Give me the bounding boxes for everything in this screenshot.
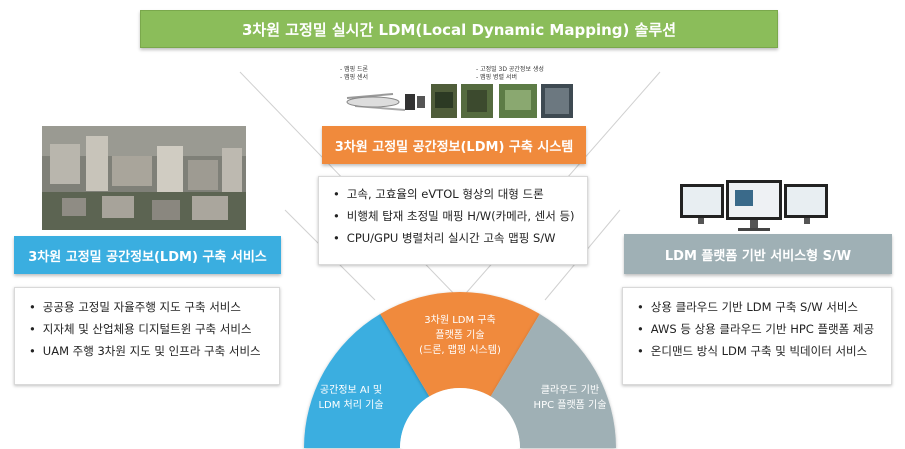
- monitors-image: [680, 180, 828, 231]
- right-bullet-box: 상용 클라우드 기반 LDM 구축 S/W 서비스 AWS 등 상용 클라우드 …: [622, 287, 892, 385]
- drone-labels: - 맵핑 드론 - 맵핑 센서: [340, 66, 368, 82]
- arc-segment-right: [490, 314, 616, 448]
- arc-center-line-2: 플랫폼 기술: [435, 329, 484, 341]
- server-labels: - 고정밀 3D 공간정보 생성 - 맵핑 병렬 서버: [476, 66, 544, 82]
- left-item-1: 공공용 고정밀 자율주행 지도 구축 서비스: [29, 296, 279, 318]
- center-item-1: 고속, 고효율의 eVTOL 형상의 대형 드론: [333, 183, 587, 205]
- right-item-1: 상용 클라우드 기반 LDM 구축 S/W 서비스: [637, 296, 891, 318]
- arc-inner-hole: [400, 388, 520, 448]
- server-label-1: - 고정밀 3D 공간정보 생성: [476, 66, 544, 73]
- arc-right-line-2: HPC 플랫폼 기술: [534, 399, 607, 411]
- server-label-2: - 맵핑 병렬 서버: [476, 74, 518, 81]
- drone-server-photos: [346, 84, 573, 118]
- center-section-header: 3차원 고정밀 공간정보(LDM) 구축 시스템: [322, 126, 586, 164]
- left-section-header: 3차원 고정밀 공간정보(LDM) 구축 서비스: [14, 236, 281, 274]
- arc-segment-center: [380, 292, 540, 397]
- arc-left-line-2: LDM 처리 기술: [318, 399, 383, 411]
- arc-right-line-1: 클라우드 기반: [541, 384, 599, 396]
- left-item-2: 지자체 및 산업체용 디지털트윈 구축 서비스: [29, 318, 279, 340]
- right-section-header: LDM 플랫폼 기반 서비스형 S/W: [624, 234, 892, 274]
- arc-center-line-3: (드론, 맵핑 시스템): [419, 344, 501, 356]
- center-item-2: 비행체 탑재 초정밀 매핑 H/W(카메라, 센서 등): [333, 205, 587, 227]
- city-3d-model-image: [42, 126, 246, 230]
- center-bullet-box: 고속, 고효율의 eVTOL 형상의 대형 드론 비행체 탑재 초정밀 매핑 H…: [318, 176, 588, 265]
- arc-left-line-1: 공간정보 AI 및: [320, 384, 382, 396]
- arc-segment-left: [304, 314, 430, 448]
- drone-label-2: - 맵핑 센서: [340, 74, 369, 81]
- right-item-2: AWS 등 상용 클라우드 기반 HPC 플랫폼 제공: [637, 318, 891, 340]
- left-item-3: UAM 주행 3차원 지도 및 인프라 구축 서비스: [29, 340, 279, 362]
- drone-label-1: - 맵핑 드론: [340, 66, 369, 73]
- center-item-3: CPU/GPU 병렬처리 실시간 고속 맵핑 S/W: [333, 227, 587, 249]
- page-title: 3차원 고정밀 실시간 LDM(Local Dynamic Mapping) 솔…: [140, 10, 778, 48]
- right-item-3: 온디맨드 방식 LDM 구축 및 빅데이터 서비스: [637, 340, 891, 362]
- arc-center-line-1: 3차원 LDM 구축: [424, 314, 495, 326]
- left-bullet-box: 공공용 고정밀 자율주행 지도 구축 서비스 지자체 및 산업체용 디지털트윈 …: [14, 287, 280, 385]
